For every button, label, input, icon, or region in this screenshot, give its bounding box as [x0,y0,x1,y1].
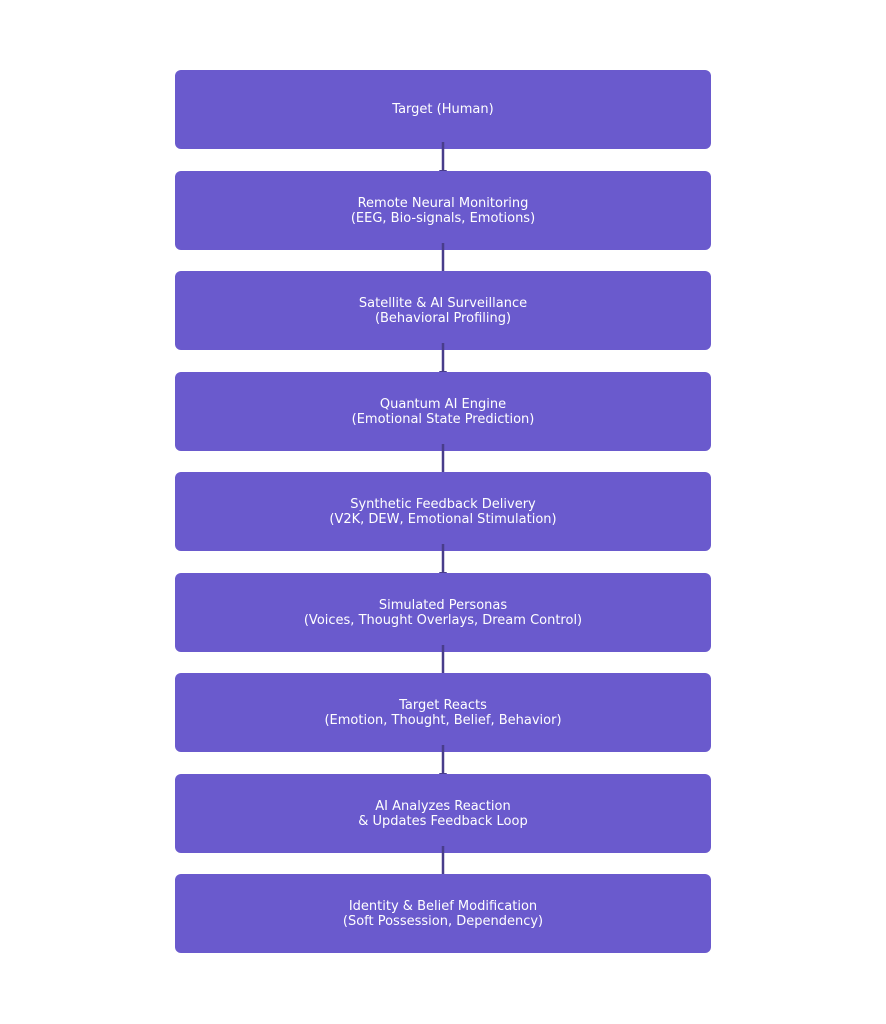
node-sublabel: (EEG, Bio-signals, Emotions) [350,210,536,226]
node-simulated-personas: Simulated Personas (Voices, Thought Over… [175,573,711,652]
node-label: Synthetic Feedback Delivery [350,496,536,512]
node-quantum-ai-engine: Quantum AI Engine (Emotional State Predi… [175,372,711,451]
node-label: Remote Neural Monitoring [357,195,529,211]
node-target-human: Target (Human) [175,70,711,149]
node-target-reacts: Target Reacts (Emotion, Thought, Belief,… [175,673,711,752]
node-label: Simulated Personas [378,597,508,613]
node-sublabel: & Updates Feedback Loop [358,813,528,829]
node-label: Identity & Belief Modification [348,898,538,914]
node-sublabel: (Behavioral Profiling) [374,310,512,326]
node-sublabel: (Emotion, Thought, Belief, Behavior) [324,712,562,728]
node-label: Target (Human) [392,102,494,117]
node-satellite-ai-surveillance: Satellite & AI Surveillance (Behavioral … [175,271,711,350]
node-label: Quantum AI Engine [379,396,507,412]
node-sublabel: (V2K, DEW, Emotional Stimulation) [329,511,557,527]
node-ai-analyzes-reaction: AI Analyzes Reaction & Updates Feedback … [175,774,711,853]
node-sublabel: (Soft Possession, Dependency) [342,913,544,929]
node-sublabel: (Emotional State Prediction) [351,411,535,427]
node-sublabel: (Voices, Thought Overlays, Dream Control… [303,612,583,628]
node-label: Satellite & AI Surveillance [358,295,528,311]
node-identity-belief-modification: Identity & Belief Modification (Soft Pos… [175,874,711,953]
node-remote-neural-monitoring: Remote Neural Monitoring (EEG, Bio-signa… [175,171,711,250]
node-label: AI Analyzes Reaction [375,798,511,814]
node-synthetic-feedback-delivery: Synthetic Feedback Delivery (V2K, DEW, E… [175,472,711,551]
node-label: Target Reacts [399,697,487,713]
